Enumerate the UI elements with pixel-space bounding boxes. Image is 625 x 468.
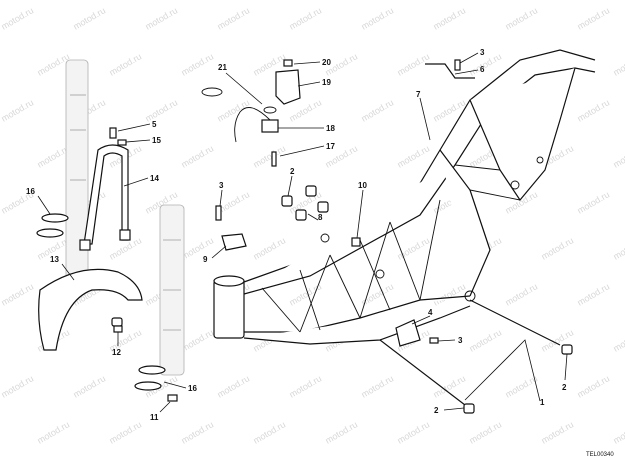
watermark-text: motod.ru [215,5,251,31]
watermark-text: motod.ru [359,373,395,399]
callout-5: 5 [152,120,157,129]
callout-13: 13 [50,255,59,264]
watermark-text: motod.ru [107,419,143,445]
watermark-text: motod.ru [467,327,503,353]
watermark-text: motod.ru [503,5,539,31]
watermark-text: motod.ru [179,419,215,445]
watermark-text: motod.ru [179,235,215,261]
callout-6: 6 [480,65,485,74]
watermark-text: motod.ru [251,235,287,261]
watermark-text: motod.ru [575,97,611,123]
callout-3-left: 3 [219,181,224,190]
watermark-text: motod.ru [467,419,503,445]
watermark-text: motod.ru [215,97,251,123]
watermark-text: motod.ru [431,373,467,399]
callout-3-right: 3 [458,336,463,345]
watermark-text: motod.ru [287,5,323,31]
callout-labels: 5 15 14 16 13 12 16 11 21 20 19 18 17 2 … [26,48,567,422]
watermark-text: motod.ru [0,281,35,307]
leader-lines [37,52,568,413]
watermark-text: motod.ru [107,51,143,77]
watermark-text: motod.ru [395,419,431,445]
watermark-text: motod.ru [395,235,431,261]
watermark-text: motod.ru [251,419,287,445]
callout-12: 12 [112,348,121,357]
watermark-text: motod.ru [359,5,395,31]
callout-20: 20 [322,58,331,67]
watermark-text: motod.ru [251,143,287,169]
callout-9: 9 [203,255,208,264]
callout-3-top: 3 [480,48,485,57]
callout-2-bush: 2 [290,167,295,176]
watermark-text: motod.ru [179,327,215,353]
watermark-text: motod.ru [395,143,431,169]
watermark-text: motod.ru [611,143,625,169]
callout-16-lower: 16 [188,384,197,393]
watermark-text: motod.ru [575,189,611,215]
callout-7: 7 [416,90,421,99]
watermark-text: motod.ru [71,373,107,399]
watermark-text: motod.ru [431,5,467,31]
watermark-text: motod.ru [179,143,215,169]
watermark-text: motod.ru [539,419,575,445]
fork-tubes-ghost [65,59,185,376]
callout-11: 11 [150,413,159,422]
watermark-text: motod.ru [71,5,107,31]
callout-8: 8 [318,213,323,222]
watermark-text: motod.ru [0,373,35,399]
watermark-text: motod.ru [179,51,215,77]
watermark-text: motod.ru [575,281,611,307]
callout-10: 10 [358,181,367,190]
watermark-text: motod.ru [539,235,575,261]
watermark-text: motod.ru [323,419,359,445]
watermark-text: motod.ru [0,97,35,123]
callout-14: 14 [150,174,159,183]
watermark-text: motod.ru [287,373,323,399]
reference-code: TEL00340 [586,452,614,458]
callout-17: 17 [326,142,335,151]
callout-2-right: 2 [562,383,567,392]
callout-4: 4 [428,308,433,317]
watermark-text: motod.ru [611,419,625,445]
watermark-text: motod.ru [0,5,35,31]
callout-15: 15 [152,136,161,145]
callout-19: 19 [322,78,331,87]
callout-2-bottom: 2 [434,406,439,415]
watermark-text: motod.ru [215,373,251,399]
callout-21: 21 [218,63,227,72]
watermark-text: motod.ru [611,235,625,261]
watermark-text: motod.ru [611,327,625,353]
watermark-text: motod.ru [575,5,611,31]
callout-16-upper: 16 [26,187,35,196]
watermark-text: motod.ru [467,51,503,77]
watermark-text: motod.ru [575,373,611,399]
fork-bridge-bracket [79,144,131,251]
callout-18: 18 [326,124,335,133]
callout-1: 1 [540,398,545,407]
frame-trellis [213,49,596,406]
watermark-text: motod.ru [35,419,71,445]
watermark-text: motod.ru [611,51,625,77]
watermark-text: motod.ru [431,281,467,307]
watermark-text: motod.ru [143,97,179,123]
watermark-text: motod.ru [143,5,179,31]
small-parts [36,59,573,414]
watermark-text: motod.ru [503,281,539,307]
watermark-text: motod.ru [359,97,395,123]
